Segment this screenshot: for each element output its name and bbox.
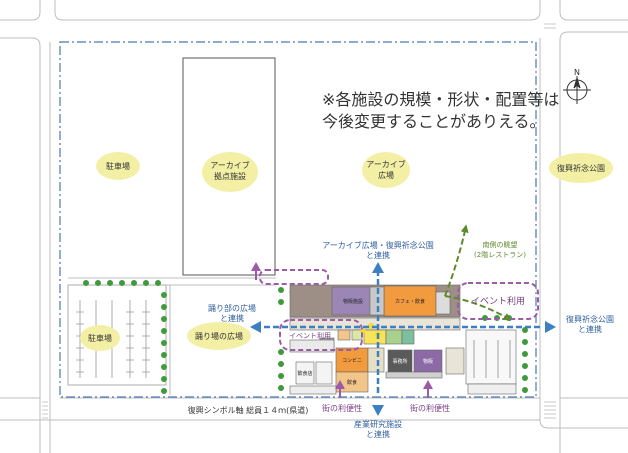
north-label: N [574, 68, 580, 77]
north-arrow-icon [563, 76, 591, 104]
zone-archive-plaza-2: 広場 [378, 170, 394, 180]
event-areas [259, 269, 539, 351]
label-memorial-link-2: と連携 [578, 324, 602, 334]
building-label-retail: 物販施設 [343, 298, 363, 305]
label-view-2: (2階レストラン) [474, 250, 526, 259]
building-label-restaurant: 飲食店 [297, 370, 312, 377]
building-convenience [335, 347, 369, 373]
building-label-shop: 物販 [423, 358, 433, 365]
inner-path [68, 277, 276, 395]
view-arrows [444, 224, 512, 321]
building-retail [331, 286, 375, 316]
building-label-food: 飲食 [347, 379, 357, 386]
zone-parking-top: 駐車場 [106, 161, 130, 171]
label-archive-link-2: と連携 [366, 250, 390, 260]
zone-parking-bottom: 駐車場 [88, 333, 112, 343]
label-archive-link-1: アーカイブ広場・復興祈念公園 [322, 240, 434, 250]
label-event-use-right: イベント利用 [471, 295, 525, 307]
building-label-cafe: カフェ・飲食 [395, 298, 425, 305]
label-road: 復興シンボル軸 総員１４ｍ(県道) [188, 405, 309, 415]
notice-line-2: 今後変更することがありえる。 [322, 112, 546, 131]
blue-link-arrows [255, 270, 540, 395]
zone-archive-base-2: 拠点施設 [214, 171, 246, 181]
site-boundary [59, 41, 537, 398]
label-odoriba-link-1: 踊り部の広場 [208, 303, 256, 313]
building-label-office: 事務所 [392, 358, 407, 365]
label-view-1: 南側の眺望 [483, 240, 518, 249]
blue-arrowheads [250, 262, 556, 416]
trees [83, 280, 528, 394]
zone-archive-base-1: アーカイブ [210, 160, 250, 170]
label-event-use-left: イベント利用 [289, 331, 331, 340]
label-convenience-left: 街の利便性 [322, 403, 362, 413]
label-convenience-right: 街の利便性 [410, 403, 450, 413]
building-label-convenience: コンビニ [342, 357, 362, 364]
zone-archive-plaza-1: アーカイブ [366, 159, 406, 169]
crosswalks [42, 23, 556, 419]
notice-line-1: ※各施設の規模・形状・配置等は [322, 90, 559, 109]
purple-arrowheads [251, 262, 433, 389]
label-industry-link-1: 産業研究施設 [354, 419, 402, 429]
label-industry-link-2: と連携 [366, 429, 390, 439]
zone-memorial-park: 復興祈念公園 [557, 163, 605, 173]
zone-ellipses [80, 152, 613, 351]
zone-odoriba-plaza: 踊り場の広場 [195, 331, 243, 341]
label-odoriba-link-2: と連携 [220, 313, 244, 323]
label-memorial-link-1: 復興祈念公園 [566, 314, 614, 324]
